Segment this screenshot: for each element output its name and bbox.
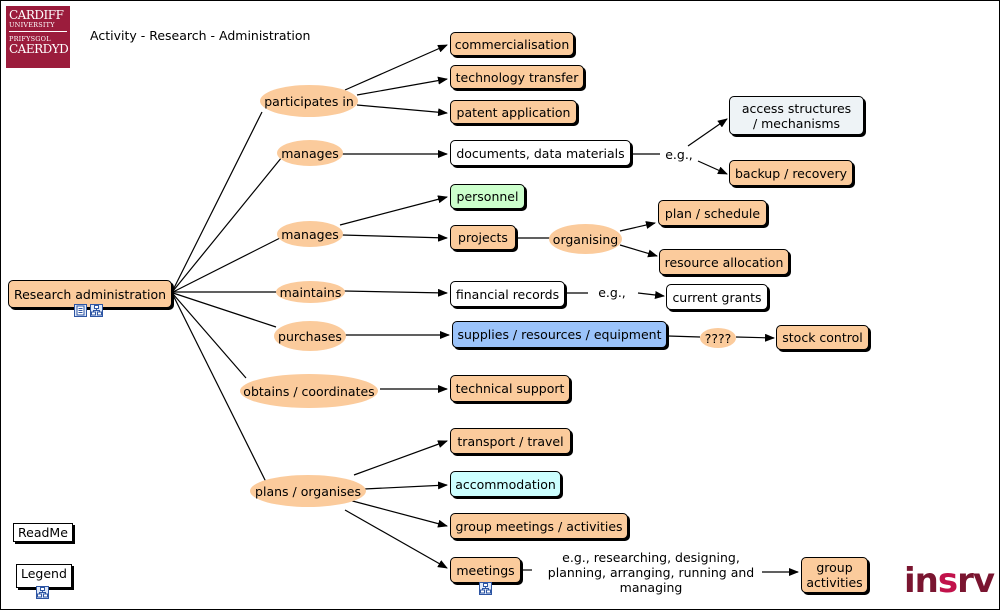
legend-label: Legend	[21, 566, 67, 581]
resource-allocation-concept[interactable]: resource allocation	[659, 249, 789, 275]
concept-map-link-icon[interactable]	[90, 304, 103, 317]
unknown-phrase: ????	[700, 328, 736, 348]
research-administration-concept[interactable]: Research administration	[8, 280, 172, 308]
transport-travel-concept[interactable]: transport / travel	[450, 428, 571, 454]
technical-support-concept[interactable]: technical support	[450, 375, 570, 402]
plans-organises-phrase: plans / organises	[250, 475, 366, 507]
manages-phrase: manages	[277, 221, 343, 247]
access-structures-concept[interactable]: access structures / mechanisms	[729, 96, 864, 135]
maintains-phrase: maintains	[276, 281, 345, 303]
plan-schedule-concept[interactable]: plan / schedule	[658, 200, 767, 226]
meetings-concept[interactable]: meetings	[450, 557, 521, 583]
group-activities-concept[interactable]: group activities	[801, 557, 868, 593]
cardiff-university-logo: CARDIFF UNIVERSITY PRIFYSGOL CAERDYD	[6, 6, 70, 68]
technology-transfer-concept[interactable]: technology transfer	[450, 65, 584, 89]
commercialisation-concept[interactable]: commercialisation	[450, 32, 574, 56]
supplies-resources-equipment-concept[interactable]: supplies / resources / equipment	[452, 321, 667, 348]
obtains-coordinates-phrase: obtains / coordinates	[240, 374, 378, 408]
patent-application-concept[interactable]: patent application	[450, 100, 577, 124]
projects-concept[interactable]: projects	[450, 225, 516, 250]
insrv-logo: insrv	[904, 561, 995, 601]
group-meetings-activities-concept[interactable]: group meetings / activities	[450, 513, 628, 539]
concept-map-link-icon[interactable]	[36, 586, 49, 599]
organising-phrase: organising	[549, 224, 622, 254]
backup-recovery-concept[interactable]: backup / recovery	[729, 160, 853, 186]
purchases-phrase: purchases	[274, 321, 346, 351]
financial-records-concept[interactable]: financial records	[450, 281, 565, 307]
accommodation-concept[interactable]: accommodation	[450, 471, 561, 497]
page-title: Activity - Research - Administration	[90, 28, 311, 43]
readme-button[interactable]: ReadMe	[13, 523, 73, 542]
personnel-concept[interactable]: personnel	[450, 184, 525, 209]
documents-data-materials-concept[interactable]: documents, data materials	[450, 140, 631, 166]
participates-in-phrase: participates in	[260, 85, 358, 117]
concept-map-link-icon[interactable]	[479, 582, 492, 595]
eg-phrase: e.g.,	[598, 284, 626, 300]
meetings-example-phrase: e.g., researching, designing, planning, …	[547, 549, 755, 595]
legend-button[interactable]: Legend	[16, 564, 72, 588]
notes-resource-icon[interactable]	[74, 304, 87, 317]
eg-phrase: e.g.,	[665, 146, 693, 162]
current-grants-concept[interactable]: current grants	[666, 284, 768, 310]
stock-control-concept[interactable]: stock control	[776, 325, 869, 350]
manages-phrase: manages	[277, 140, 343, 166]
